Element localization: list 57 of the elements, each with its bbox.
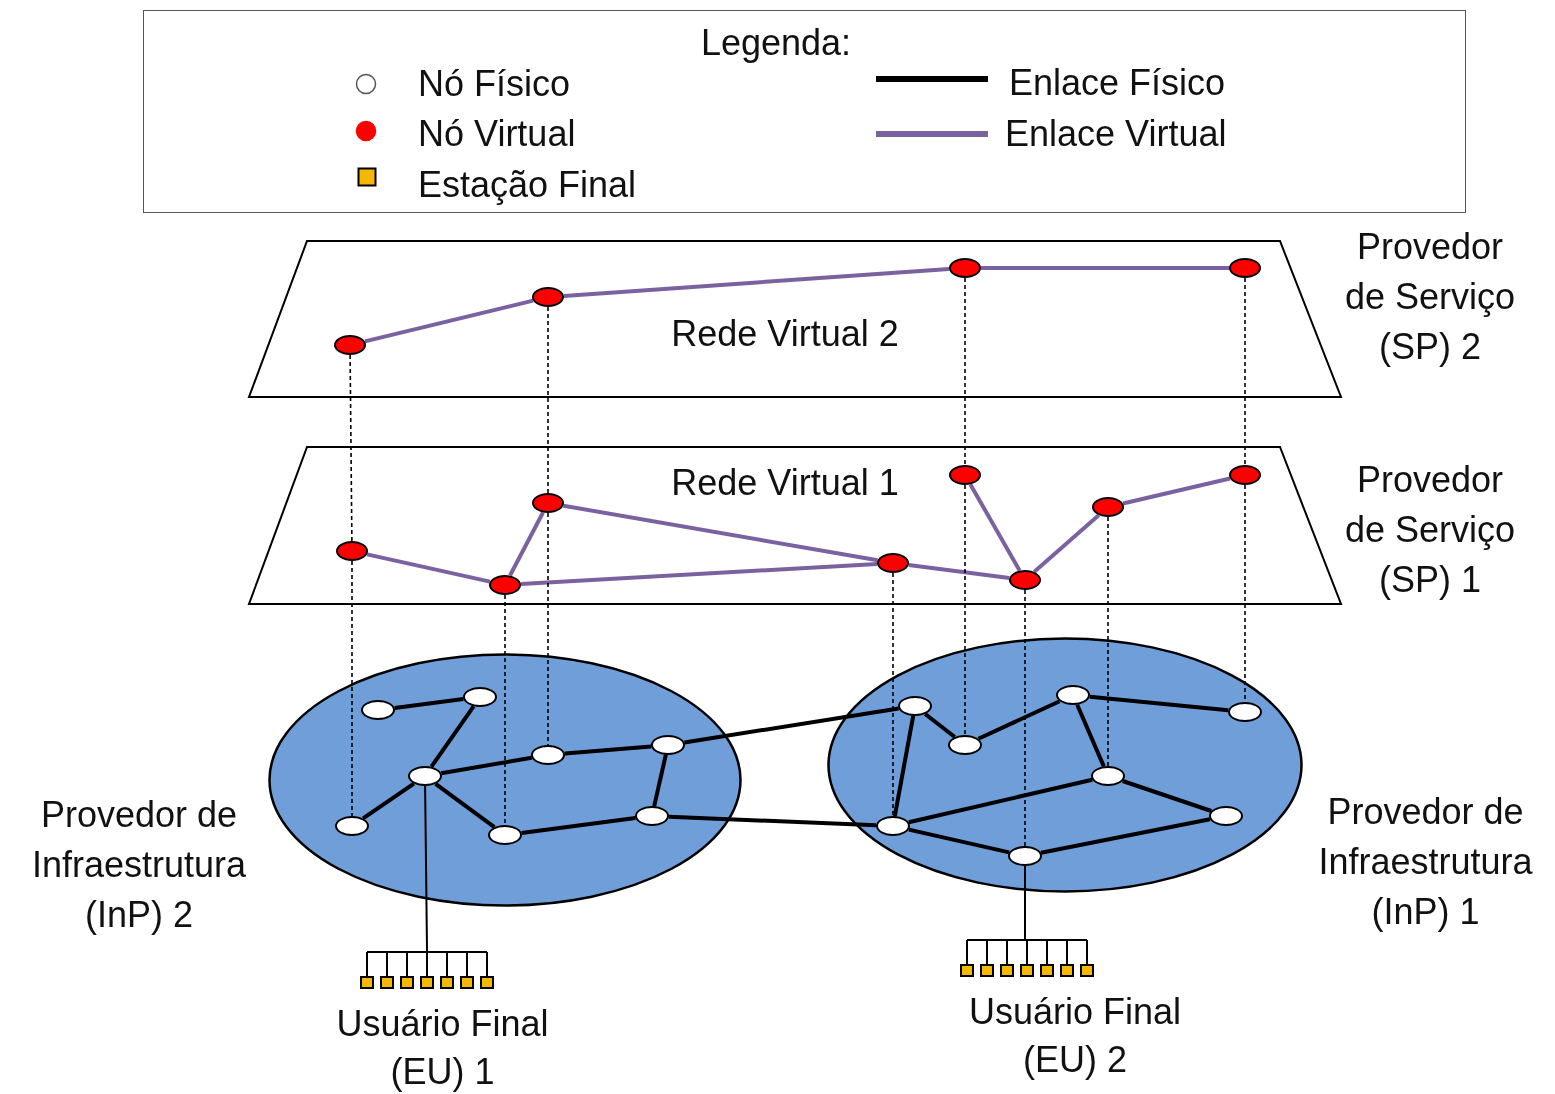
physical-link (977, 699, 1061, 741)
physical-link (1122, 779, 1212, 813)
legend-text: Enlace Virtual (1005, 112, 1227, 156)
virtual-link (364, 298, 534, 344)
physical-link (424, 785, 428, 949)
virtual-link (508, 511, 545, 577)
virtual-link (520, 561, 878, 587)
virtual-link (366, 552, 491, 584)
physical-link (684, 706, 899, 745)
mapping-line (351, 560, 353, 817)
physical-link (1024, 865, 1026, 937)
mapping-line (964, 277, 966, 466)
virtual-link (968, 483, 1022, 572)
provider-label: Provedor de Infraestrutura (InP) 1 (1317, 790, 1534, 934)
physical-link (429, 705, 476, 768)
virtual-link (1033, 513, 1100, 574)
physical-link (923, 712, 957, 739)
physical-link (394, 697, 464, 710)
legend-title: Legenda: (700, 21, 852, 65)
virtual-link (563, 503, 878, 563)
mapping-line (349, 354, 353, 542)
physical-link (908, 777, 1093, 825)
legend-text: Enlace Físico (1009, 61, 1226, 105)
physical-link (1089, 694, 1229, 713)
mapping-line (1107, 516, 1109, 767)
physical-link (440, 755, 533, 776)
physical-link (908, 827, 1010, 855)
legend-text: Estação Final (418, 163, 637, 207)
provider-label: Provedor de Infraestrutura (InP) 2 (30, 793, 248, 937)
virtual-link (981, 266, 1229, 270)
end-user-label: Usuário Final (EU) 1 (335, 1002, 550, 1094)
virtual-link (1122, 476, 1231, 506)
physical-link (564, 744, 652, 756)
provider-label: Provedor de Serviço (SP) 2 (1343, 225, 1517, 369)
physical-link (1075, 703, 1106, 768)
plane-label: Rede Virtual 2 (671, 312, 899, 356)
provider-label: Provedor de Serviço (SP) 1 (1343, 458, 1517, 602)
legend-text: Nó Físico (418, 62, 571, 106)
physical-link (434, 782, 496, 829)
physical-link (892, 715, 916, 817)
mapping-line (547, 306, 549, 494)
mapping-line (892, 572, 894, 817)
end-user-label: Usuário Final (EU) 2 (967, 990, 1183, 1082)
mapping-line (547, 512, 549, 746)
physical-link (1040, 817, 1211, 855)
legend-text: Nó Virtual (418, 112, 576, 156)
physical-link (361, 781, 416, 821)
mapping-line (1024, 589, 1026, 847)
physical-link (652, 754, 668, 807)
physical-link (668, 814, 877, 828)
virtual-link (563, 267, 950, 298)
physical-link (521, 816, 636, 835)
mapping-line (504, 594, 506, 826)
plane-label: Rede Virtual 1 (671, 461, 899, 505)
virtual-link (908, 563, 1010, 580)
mapping-line (964, 484, 966, 736)
mapping-line (1244, 277, 1246, 466)
